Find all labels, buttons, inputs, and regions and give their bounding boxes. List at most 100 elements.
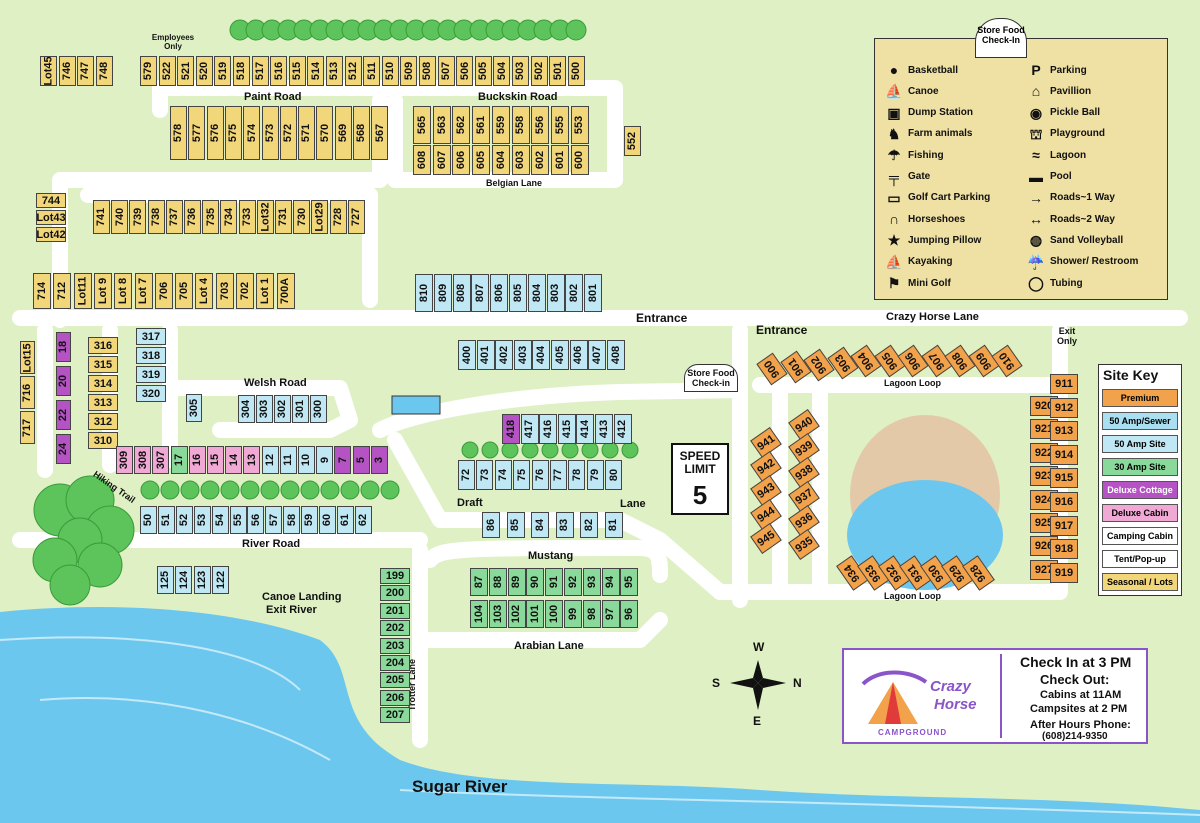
campsite-lot43: Lot43 xyxy=(36,210,66,225)
campsite-89: 89 xyxy=(507,568,526,596)
campsite-number: 202 xyxy=(385,622,405,635)
campsite-number: 558 xyxy=(514,115,527,135)
campsite-575: 575 xyxy=(224,106,242,160)
campsite-806: 806 xyxy=(490,274,509,312)
campsite-number: 13 xyxy=(245,453,258,467)
campsite-number: 555 xyxy=(553,115,566,135)
site-key-row: Camping Cabin xyxy=(1102,527,1178,545)
legend-item-pool: ▬Pool xyxy=(1026,169,1072,185)
campsite-number: 807 xyxy=(474,283,487,303)
campsite-number: 939 xyxy=(793,438,815,459)
kayaking-icon: ⛵ xyxy=(885,253,903,270)
campsite-91: 91 xyxy=(545,568,564,596)
campsite-number: 59 xyxy=(303,513,316,527)
campsite-number: 416 xyxy=(542,419,555,439)
campsite-number: 944 xyxy=(755,504,777,525)
campsite-number: 300 xyxy=(312,399,325,419)
campsite-509: 509 xyxy=(400,56,418,86)
campsite-number: 943 xyxy=(755,480,777,501)
fishing-icon: ☂ xyxy=(887,147,901,164)
campsite-number: 3 xyxy=(373,456,386,464)
campsite-number: 205 xyxy=(385,674,405,687)
campsite-number: 55 xyxy=(232,513,244,527)
campsite-562: 562 xyxy=(452,106,471,144)
campsite-206: 206 xyxy=(380,689,410,706)
campsite-82: 82 xyxy=(580,512,598,538)
campsite-number: 100 xyxy=(548,604,561,624)
campsite-801: 801 xyxy=(584,274,603,312)
campsite-number: 801 xyxy=(587,283,600,303)
campsite-515: 515 xyxy=(288,56,306,86)
compass-n: N xyxy=(793,676,802,690)
legend-label: Mini Golf xyxy=(908,277,951,289)
campsite-number: 305 xyxy=(188,398,201,418)
campsite-199: 199 xyxy=(380,568,410,584)
campsite-lot9: Lot 9 xyxy=(93,273,112,309)
campsite-number: 84 xyxy=(534,518,546,532)
campsite-number: 938 xyxy=(793,462,815,483)
site-key-row: Deluxe Cabin xyxy=(1102,504,1178,522)
campsite-577: 577 xyxy=(188,106,206,160)
legend-label: Playground xyxy=(1050,128,1106,140)
campsite-201: 201 xyxy=(380,602,410,619)
campsite-number: 318 xyxy=(141,349,161,362)
campsite-408: 408 xyxy=(606,340,625,370)
campsite-number: 510 xyxy=(384,61,397,81)
campsite-502: 502 xyxy=(530,56,548,86)
pickle-ball-icon: ◉ xyxy=(1029,104,1043,121)
campsite-number: 579 xyxy=(142,61,155,81)
campsite-578: 578 xyxy=(170,106,187,160)
campsite-733: 733 xyxy=(238,200,256,234)
campsite-number: 804 xyxy=(530,283,543,303)
pavillion-icon: ⌂ xyxy=(1031,83,1041,100)
campsite-number: 513 xyxy=(328,61,341,81)
campsite-number: 913 xyxy=(1054,425,1074,438)
site-key-row: Premium xyxy=(1102,389,1178,407)
campsite-number: 573 xyxy=(264,123,277,143)
campsite-124: 124 xyxy=(175,566,193,594)
lane-label: Lane xyxy=(620,498,646,510)
mini-golf-icon: ⚑ xyxy=(887,275,901,291)
campsite-915: 915 xyxy=(1050,468,1078,489)
campsite-number: 578 xyxy=(172,123,185,143)
campsite-17: 17 xyxy=(170,446,188,474)
campsite-number: 89 xyxy=(510,575,523,589)
crazy-horse-lane-label: Crazy Horse Lane xyxy=(886,311,979,323)
campsite-22: 22 xyxy=(56,400,71,430)
campsite-10: 10 xyxy=(298,446,315,474)
campsite-number: 717 xyxy=(21,418,34,437)
campsite-75: 75 xyxy=(513,460,531,490)
campsite-24: 24 xyxy=(56,434,71,464)
info-box: Crazy Horse CAMPGROUND Check In at 3 PM … xyxy=(842,648,1148,744)
golf-cart-icon: ▭ xyxy=(887,189,901,206)
campsite-number: 730 xyxy=(295,207,308,227)
campsite-number: 415 xyxy=(560,419,573,439)
campsite-77: 77 xyxy=(550,460,567,490)
legend-label: Farm animals xyxy=(908,128,973,140)
campsite-number: 99 xyxy=(567,607,579,621)
campsite-number: 906 xyxy=(902,350,924,372)
campsite-number: 520 xyxy=(198,61,211,81)
campsite-number: 803 xyxy=(549,283,562,303)
campsite-number: 12 xyxy=(264,453,277,467)
campsite-number: 568 xyxy=(355,123,368,143)
campsite-76: 76 xyxy=(531,460,549,490)
campsite-51: 51 xyxy=(157,506,175,534)
campsite-404: 404 xyxy=(532,340,551,370)
campsite-number: 11 xyxy=(282,454,295,466)
campsite-lot4: Lot 4 xyxy=(195,273,214,309)
site-key-title: Site Key xyxy=(1103,367,1159,383)
campsite-414: 414 xyxy=(576,414,595,444)
campsite-number: 737 xyxy=(168,207,181,227)
campsite-number: 509 xyxy=(402,61,415,81)
legend-label: Shower/ Restroom xyxy=(1050,256,1139,268)
campsite-number: 7 xyxy=(336,456,349,464)
campsite-94: 94 xyxy=(601,568,620,596)
campsite-52: 52 xyxy=(175,506,193,534)
campsite-305: 305 xyxy=(186,394,202,422)
campsite-lot32: Lot32 xyxy=(256,200,274,234)
brand-logo: Crazy Horse CAMPGROUND xyxy=(848,654,1002,738)
campsite-number: Lot 9 xyxy=(96,277,109,305)
welsh-road-label: Welsh Road xyxy=(244,377,307,389)
